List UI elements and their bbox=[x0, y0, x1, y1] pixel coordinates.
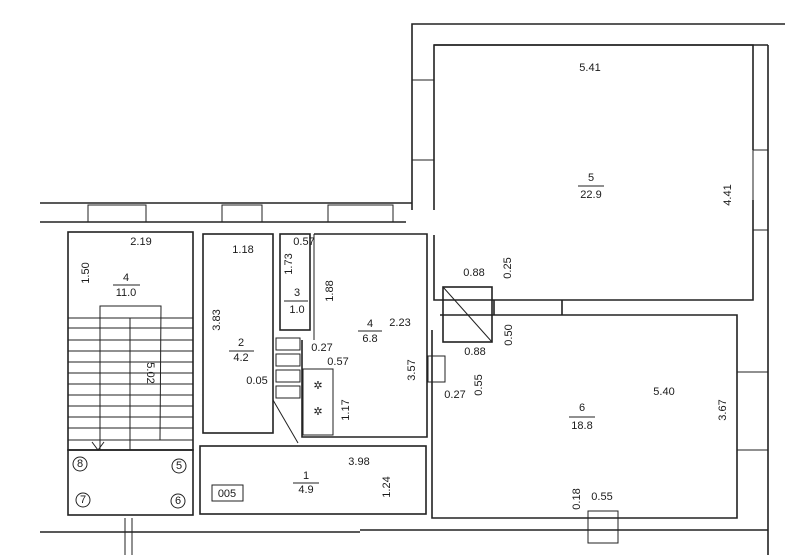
dimension: 1.24 bbox=[381, 476, 393, 497]
dimension-labels: 5.41 4.41 0.88 0.25 0.50 0.88 0.27 0.55 … bbox=[80, 62, 734, 510]
dimension: 5.02 bbox=[144, 362, 156, 383]
dimension: 3.67 bbox=[717, 399, 729, 420]
stove-icon: ✲ bbox=[313, 380, 322, 392]
room-area: 11.0 bbox=[116, 287, 137, 299]
room-number: 2 bbox=[238, 337, 244, 349]
room-area: 22.9 bbox=[580, 189, 601, 201]
room-number: 4 bbox=[367, 318, 373, 330]
dimension: 5.41 bbox=[579, 62, 600, 74]
dimension: 1.73 bbox=[283, 253, 295, 274]
dimension: 1.50 bbox=[80, 262, 92, 283]
dimension: 0.05 bbox=[246, 375, 267, 387]
dimension: 0.88 bbox=[463, 267, 484, 279]
dimension: 0.27 bbox=[444, 389, 465, 401]
room-1-label: 1 4.9 bbox=[293, 470, 319, 496]
dimension: 0.50 bbox=[503, 324, 515, 345]
axis-marker: 7 bbox=[80, 494, 86, 506]
dimension: 0.55 bbox=[591, 491, 612, 503]
dimension: 3.57 bbox=[406, 359, 418, 380]
dimension: 1.18 bbox=[232, 244, 253, 256]
dimension: 0.18 bbox=[571, 488, 583, 509]
room-area: 1.0 bbox=[289, 304, 304, 316]
dimension: 2.19 bbox=[130, 236, 151, 248]
room-2-label: 2 4.2 bbox=[229, 337, 254, 364]
dimension: 0.27 bbox=[311, 342, 332, 354]
dimension: 0.25 bbox=[502, 257, 514, 278]
staircase bbox=[68, 305, 193, 451]
dimension: 3.83 bbox=[211, 309, 223, 330]
dimension: 1.17 bbox=[340, 399, 352, 420]
dimension: 4.41 bbox=[722, 184, 734, 205]
room-number: 4 bbox=[123, 272, 129, 284]
dimension: 1.88 bbox=[324, 280, 336, 301]
dimension: 5.40 bbox=[653, 386, 674, 398]
dimension: 2.23 bbox=[389, 317, 410, 329]
axis-marker: 8 bbox=[77, 458, 83, 470]
room-area: 18.8 bbox=[571, 420, 592, 432]
room-number: 1 bbox=[303, 470, 309, 482]
apartment-tag: 005 bbox=[218, 488, 236, 500]
dimension: 3.98 bbox=[348, 456, 369, 468]
room-area: 6.8 bbox=[362, 333, 377, 345]
room-5-label: 5 22.9 bbox=[578, 172, 604, 201]
room-area: 4.9 bbox=[298, 484, 313, 496]
room-6-label: 6 18.8 bbox=[569, 402, 595, 432]
room-area: 4.2 bbox=[233, 352, 248, 364]
dimension: 0.55 bbox=[473, 374, 485, 395]
dimension: 0.57 bbox=[293, 236, 314, 248]
room-4-label: 4 6.8 bbox=[358, 318, 382, 345]
axis-marker: 5 bbox=[176, 460, 182, 472]
stove-icon: ✲ bbox=[313, 406, 322, 418]
dimension: 0.57 bbox=[327, 356, 348, 368]
dimension: 0.88 bbox=[464, 346, 485, 358]
walls: ✲ ✲ bbox=[40, 23, 785, 555]
room-stair-label: 4 11.0 bbox=[113, 272, 140, 299]
room-number: 3 bbox=[294, 287, 300, 299]
room-number: 5 bbox=[588, 172, 594, 184]
axis-marker: 6 bbox=[175, 495, 181, 507]
axis-markers: 8 5 7 6 bbox=[77, 458, 182, 507]
room-number: 6 bbox=[579, 402, 585, 414]
room-3-label: 3 1.0 bbox=[284, 287, 308, 316]
